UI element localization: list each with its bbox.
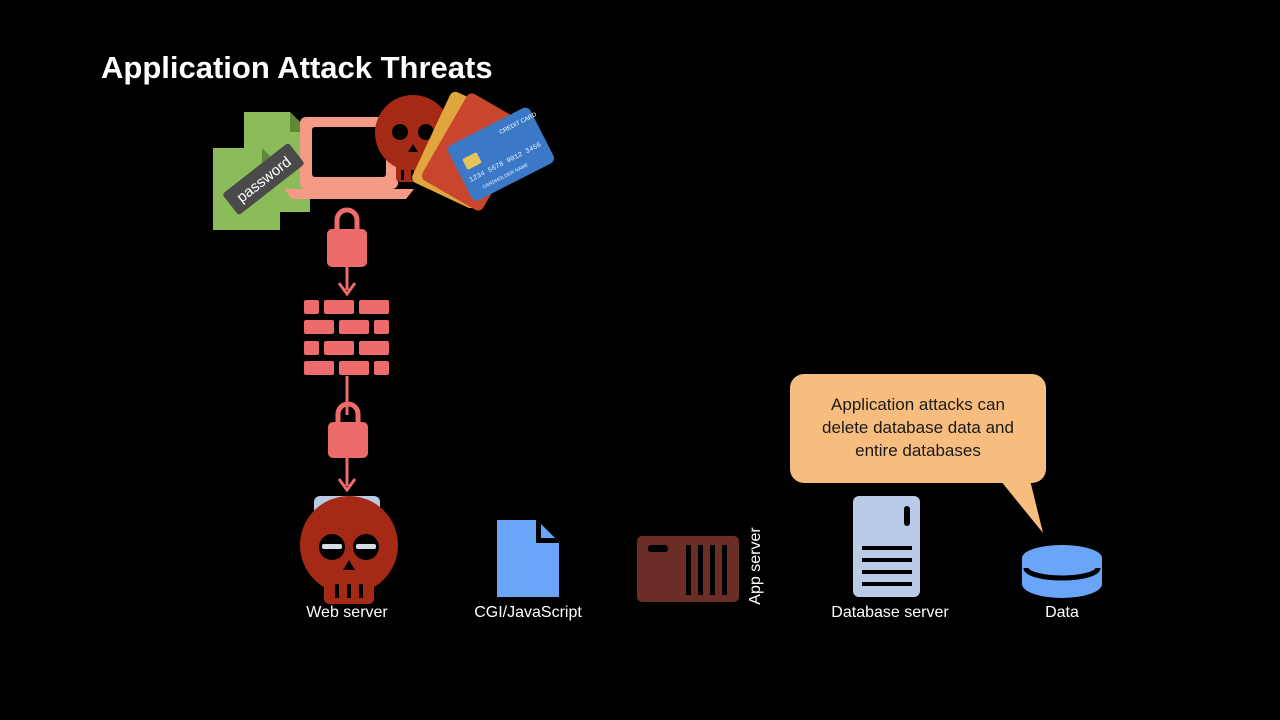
- lock-icon-top: [327, 207, 367, 267]
- database-server-icon: [853, 496, 920, 597]
- arrow-lock-to-firewall: [337, 267, 357, 297]
- arrow-lock-to-web-server: [337, 458, 357, 493]
- firewall-icon: [304, 300, 389, 375]
- callout-line: entire databases: [855, 441, 981, 460]
- database-icon: [1022, 545, 1102, 598]
- callout-line: delete database data and: [822, 418, 1014, 437]
- cgi-label: CGI/JavaScript: [474, 604, 582, 621]
- data-label: Data: [1045, 604, 1079, 621]
- app-server-label: App server: [747, 527, 764, 605]
- callout-bubble: [790, 374, 1046, 533]
- callout-line: Application attacks can: [831, 395, 1005, 414]
- document-icon: [497, 520, 559, 597]
- web-server-skull-icon: [300, 496, 398, 604]
- slide-title: Application Attack Threats: [101, 50, 493, 85]
- credit-cards-icon: CREDIT CARD 1234 5678 9012 3456 CARDHOLD…: [412, 91, 555, 211]
- laptop-icon: [284, 117, 414, 199]
- callout-text: Application attacks can delete database …: [790, 393, 1046, 462]
- app-server-icon: [637, 536, 739, 602]
- web-server-label: Web server: [306, 604, 388, 621]
- database-server-label: Database server: [831, 604, 949, 621]
- lock-icon-bottom: [328, 401, 368, 458]
